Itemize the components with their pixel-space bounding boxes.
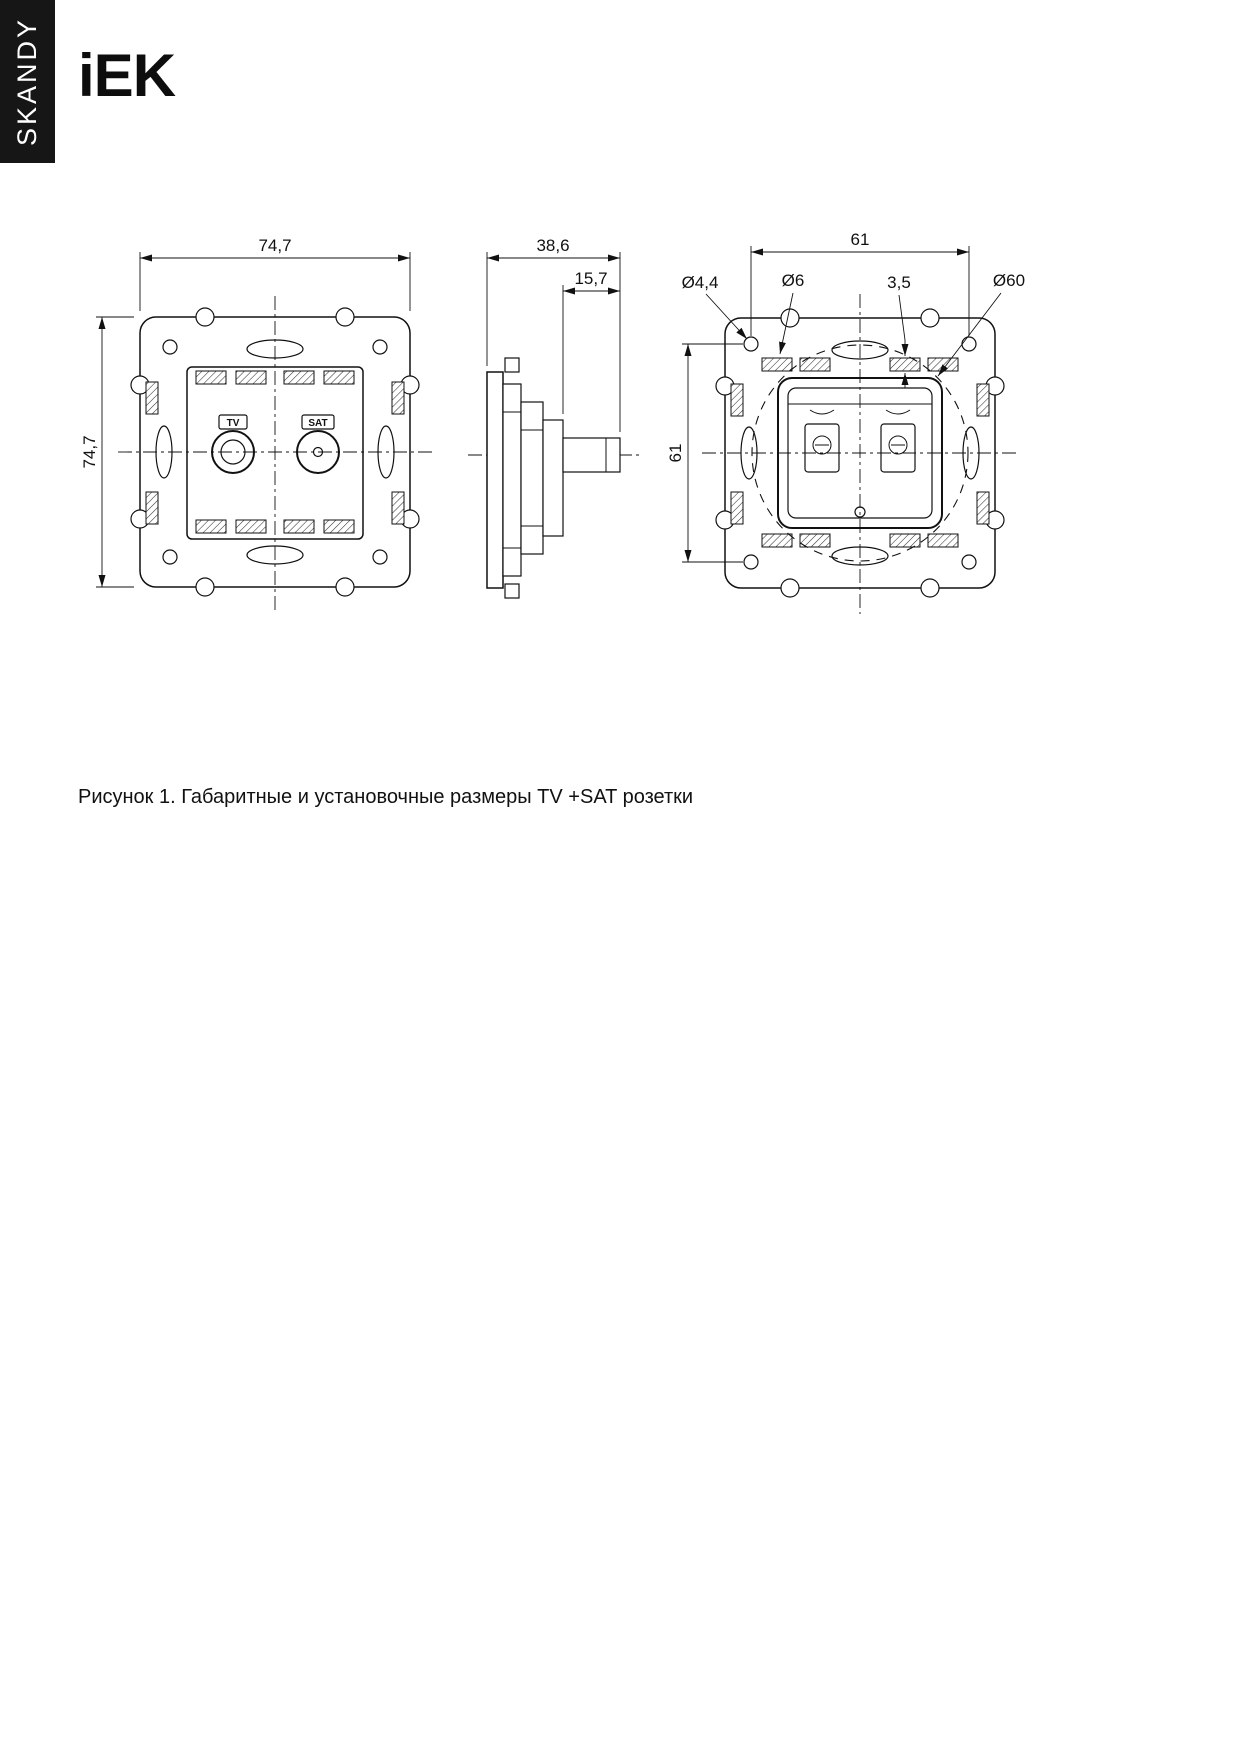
side-view: 38,6 15,7 xyxy=(468,236,640,599)
front-width-dim-label: 74,7 xyxy=(258,236,291,255)
front-height-dimension: 74,7 xyxy=(80,316,134,588)
front-view: TV SAT 74,7 xyxy=(80,236,432,612)
mounting-dia-label: Ø60 xyxy=(993,271,1025,290)
back-edge-notches xyxy=(715,308,1005,598)
hole-dia-label: Ø6 xyxy=(782,271,805,290)
side-total-depth-dimension: 38,6 xyxy=(486,236,621,432)
series-tab: SKANDY xyxy=(0,0,55,163)
side-total-depth-label: 38,6 xyxy=(536,236,569,255)
figure-caption: Рисунок 1. Габаритные и установочные раз… xyxy=(78,786,694,808)
screw-dia-label: Ø4,4 xyxy=(682,273,719,292)
front-width-dimension: 74,7 xyxy=(139,236,411,311)
screw-dia-callout: Ø4,4 xyxy=(682,273,748,340)
back-horizontal-spacing-dimension: 61 xyxy=(750,230,970,336)
back-horizontal-spacing-label: 61 xyxy=(851,230,870,249)
slot-width-label: 3,5 xyxy=(887,273,911,292)
side-front-depth-dimension: 15,7 xyxy=(562,269,620,414)
sat-connector: SAT xyxy=(296,414,340,474)
back-claw-windows xyxy=(730,357,990,548)
dimension-drawing: TV SAT 74,7 xyxy=(80,230,1025,614)
sat-label: SAT xyxy=(308,418,327,429)
back-view: 61 61 Ø4,4 Ø6 3,5 xyxy=(666,230,1025,614)
front-height-dim-label: 74,7 xyxy=(80,435,99,468)
side-profile xyxy=(486,357,621,599)
iek-logo: iEK xyxy=(78,42,176,109)
tv-connector: TV xyxy=(211,414,255,474)
front-corner-holes xyxy=(162,339,388,565)
front-edge-notches xyxy=(130,307,420,597)
tv-label: TV xyxy=(227,418,240,429)
side-front-depth-label: 15,7 xyxy=(574,269,607,288)
front-claw-windows xyxy=(145,370,405,534)
mounting-dia-callout: Ø60 xyxy=(937,271,1025,377)
slot-width-callout: 3,5 xyxy=(887,273,911,388)
hole-dia-callout: Ø6 xyxy=(779,271,805,355)
back-vertical-spacing-dimension: 61 xyxy=(666,343,743,563)
back-vertical-spacing-label: 61 xyxy=(666,444,685,463)
